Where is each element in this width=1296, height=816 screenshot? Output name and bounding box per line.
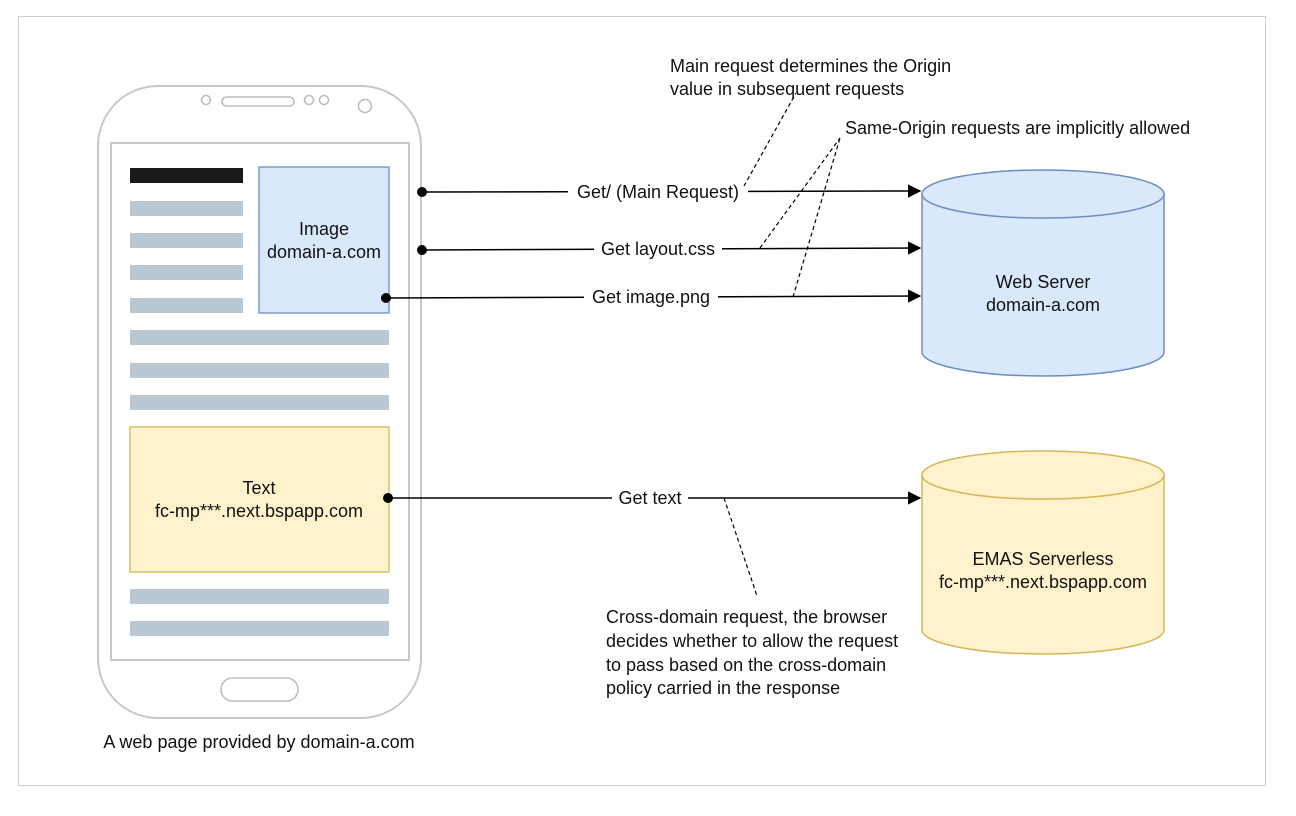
annotation-cross-domain-line4: policy carried in the response xyxy=(606,678,840,698)
phone-sensor-icon xyxy=(318,94,330,106)
content-bar xyxy=(130,621,389,636)
text-box-domain: fc-mp***.next.bspapp.com xyxy=(155,501,363,521)
content-bar xyxy=(130,233,243,248)
phone-camera-icon xyxy=(200,94,212,106)
content-bar xyxy=(130,395,389,410)
annotation-cross-domain-line1: Cross-domain request, the browser xyxy=(606,607,887,627)
request-css: Get layout.css xyxy=(417,237,922,261)
emas-serverless-cylinder: EMAS Serverless fc-mp***.next.bspapp.com xyxy=(921,450,1165,655)
emas-title: EMAS Serverless xyxy=(972,549,1113,569)
web-server-title: Web Server xyxy=(996,272,1091,292)
content-bar xyxy=(130,265,243,280)
text-box xyxy=(129,426,390,573)
annotation-cross-domain-line2: decides whether to allow the request xyxy=(606,631,898,651)
web-server-domain: domain-a.com xyxy=(986,295,1100,315)
image-box xyxy=(258,166,390,314)
image-box-domain: domain-a.com xyxy=(267,242,381,262)
page-header-bar xyxy=(130,168,243,183)
phone-caption: A web page provided by domain-a.com xyxy=(103,732,414,752)
content-bar xyxy=(130,363,389,378)
content-bar xyxy=(130,589,389,604)
request-image: Get image.png xyxy=(381,285,922,309)
web-server-cylinder: Web Server domain-a.com xyxy=(921,169,1165,377)
image-box-title: Image xyxy=(299,219,349,239)
request-main: Get/ (Main Request) xyxy=(417,180,922,204)
phone-home-button xyxy=(220,677,299,702)
annotation-cross-domain-line3: to pass based on the cross-domain xyxy=(606,655,886,675)
request-main-label: Get/ (Main Request) xyxy=(577,182,739,202)
emas-domain: fc-mp***.next.bspapp.com xyxy=(939,572,1147,592)
content-bar xyxy=(130,298,243,313)
phone-mockup: Image domain-a.com Text fc-mp***.next.bs… xyxy=(97,85,422,719)
phone-sensor-icon xyxy=(303,94,315,106)
content-bar xyxy=(130,201,243,216)
request-image-label: Get image.png xyxy=(592,287,710,307)
diagram-frame xyxy=(18,16,1266,786)
request-text-label: Get text xyxy=(618,488,681,508)
request-css-label: Get layout.css xyxy=(601,239,715,259)
annotation-same-origin: Same-Origin requests are implicitly allo… xyxy=(845,118,1190,138)
annotation-connectors xyxy=(723,92,841,597)
annotation-origin-line1: Main request determines the Origin xyxy=(670,56,951,76)
annotation-origin-line2: value in subsequent requests xyxy=(670,79,904,99)
phone-speaker-icon xyxy=(221,96,295,107)
phone-front-camera-icon xyxy=(357,98,373,114)
text-box-title: Text xyxy=(242,478,275,498)
request-text: Get text xyxy=(383,486,922,510)
content-bar xyxy=(130,330,389,345)
